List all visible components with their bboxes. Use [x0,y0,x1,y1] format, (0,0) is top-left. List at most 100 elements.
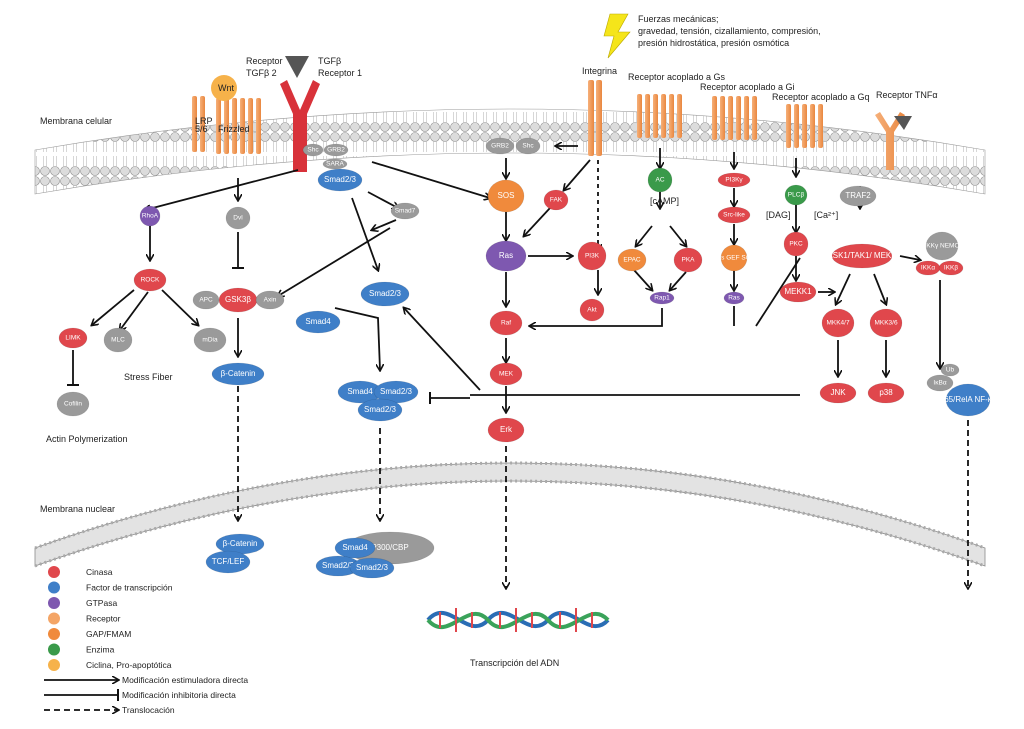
node-label-smad23_top: Smad2/3 [324,175,357,184]
node-pkc: PKC [783,231,809,257]
node-shape-sos [487,179,525,213]
node-shape-p65 [945,383,991,417]
node-shape-mlc [103,327,133,353]
node-label-rasgef: Ras GEF SOS [713,255,756,262]
node-label-akt: Akt [587,307,597,314]
dna-label: Transcripción del ADN [470,658,559,668]
node-label-mkk47: MKK4/7 [826,320,850,327]
node-fak: FAK [543,189,569,211]
node-label-ub: Ub [946,367,955,374]
node-label-smad23n1: Smad2/3 [322,561,355,570]
node-label-sos: SOS [498,191,515,200]
lightning-icon [603,13,631,59]
node-label-smad4n: Smad4 [342,543,368,552]
node-shape-ask1 [831,243,893,269]
node-gsk3b: GSK3β [218,287,258,313]
node-shape-ras2 [723,291,745,305]
node-label-srclike: Src-like [723,212,745,219]
node-ikba: IκBα [926,374,954,392]
node-shape-mkk47 [821,308,855,338]
gpcr-gq [786,104,823,148]
legend-label: Ciclina, Pro-apoptótica [86,660,172,670]
legend-swatch [48,581,60,594]
node-label-shc1: Shc [307,147,319,154]
node-label-axin: Axin [264,297,277,304]
node-shape-plcb [784,184,808,206]
node-pi3kg: PI3Kγ [717,172,751,188]
node-label-p65: P65/RelA NF-κB [939,395,997,404]
node-shape-sara [322,158,348,170]
node-label-fak: FAK [550,197,563,204]
node-shape-rock [133,268,167,292]
tgfb-receptor [280,56,320,172]
node-limk: LIMK [58,327,88,349]
node-shape-p38 [867,382,905,404]
node-label-smad4c: Smad4 [347,387,373,396]
node-rasgef: Ras GEF SOS [713,244,756,272]
node-plcb: PLCβ [784,184,808,206]
node-label-pka: PKA [681,257,695,264]
node-p65: P65/RelA NF-κB [939,383,997,417]
node-label-mekk1: MEKK1 [784,287,812,296]
node-label-pi3k: PI3K [585,253,600,260]
node-shape-ac [647,167,673,193]
node-shape-srclike [717,206,751,224]
mech-forces-line2: gravedad, tensión, cizallamiento, compre… [638,26,821,36]
node-label-p38: p38 [879,388,893,397]
tnf-receptor [875,112,912,170]
node-label-ras2: Ras [728,295,740,302]
wnt-ligand [211,75,237,101]
legend-label: GAP/FMAM [86,629,131,639]
legend-swatch [48,566,60,578]
node-shape-shc2 [515,137,541,155]
node-shape-ikkb [938,260,964,276]
node-srclike: Src-like [717,206,751,224]
node-ikky: IKKγ NEMO [924,231,960,261]
tgfb-r2-label-1: Receptor [246,56,283,66]
node-smad7: Smad7 [390,202,420,220]
node-label-cofilin: Cofilin [64,401,82,408]
node-jnk: JNK [819,382,857,404]
node-shape-axin [255,290,285,310]
nuclear-membrane [34,461,986,568]
wnt-label: Wnt [218,83,235,93]
node-shape-smad7 [390,202,420,220]
node-pka: PKA [673,247,703,273]
gpcr-gs [637,94,682,138]
node-shape-mkk36 [869,308,903,338]
node-shape-ikba [926,374,954,392]
node-rock: ROCK [133,268,167,292]
node-label-jnk: JNK [830,388,846,397]
legend-swatch [48,643,60,656]
node-shape-shc1 [302,143,324,157]
node-smad23n2: Smad2/3 [349,557,395,579]
node-grb2b: GRB2 [485,137,515,155]
node-shape-smad23_top [317,168,363,192]
stress-fiber-label: Stress Fiber [124,372,173,382]
node-label-bcat: β-Catenin [221,369,256,378]
node-p38: p38 [867,382,905,404]
node-shape-rap1 [649,291,675,305]
legend-swatch [48,597,60,609]
legend-label: Factor de transcripción [86,583,173,593]
node-shape-mdia [193,327,227,353]
node-dvl: Dvl [225,206,251,230]
node-shc1: Shc [302,143,324,157]
integrin-receptor [588,13,631,156]
node-shape-ras [485,240,527,272]
node-traf2: TRAF2 [839,185,877,207]
mech-forces-title: Fuerzas mecánicas; [638,14,719,24]
node-label-mkk36: MKK3/6 [874,320,898,327]
node-label-ikky: IKKγ NEMO [924,243,959,250]
node-label-smad23n2: Smad2/3 [356,563,389,572]
node-rap1: Rap1 [649,291,675,305]
node-label-pkc: PKC [789,241,803,248]
legend-line-label: Translocación [122,705,175,715]
node-shape-mekk1 [779,281,817,303]
node-shape-smad4 [295,310,341,334]
node-label-smad7: Smad7 [395,208,416,215]
tnf-ligand-icon [894,116,912,130]
legend-line-label: Modificación inhibitoria directa [122,690,236,700]
node-label-rhoa: RhoA [142,213,159,220]
